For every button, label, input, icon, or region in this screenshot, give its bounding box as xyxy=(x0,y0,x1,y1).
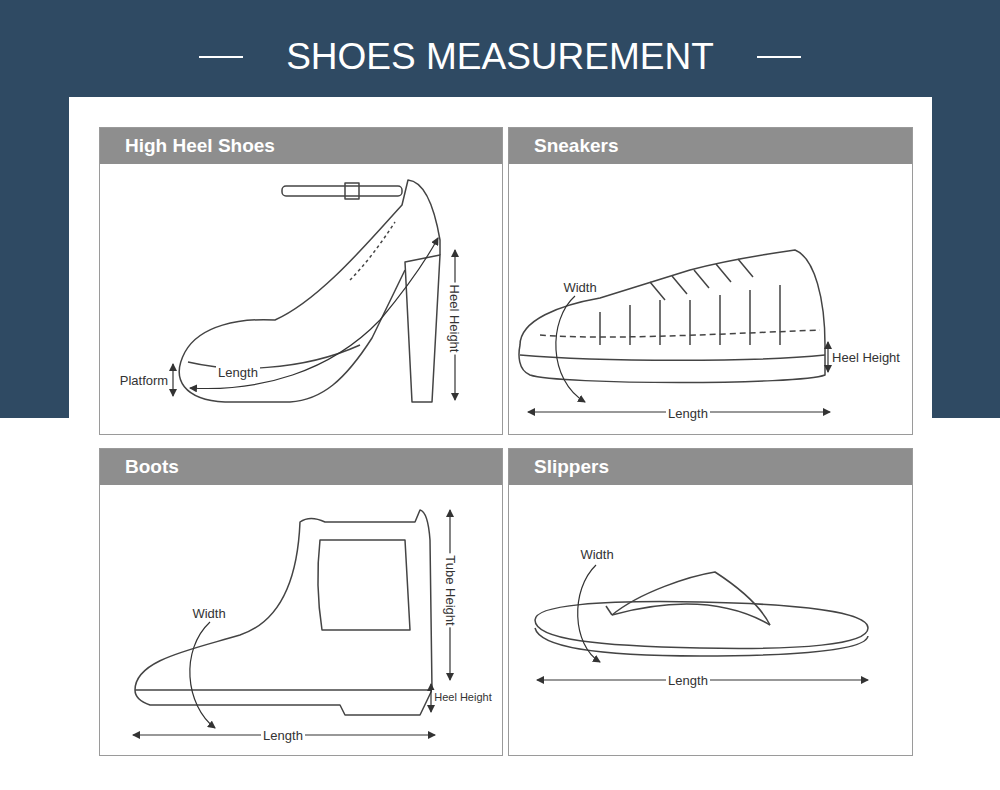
panel-heading: Sneakers xyxy=(509,128,912,164)
white-sheet xyxy=(69,97,932,790)
measure-label: Width xyxy=(578,547,615,562)
shoe-panel: High Heel Shoes xyxy=(99,127,503,435)
page-title: SHOES MEASUREMENT xyxy=(0,33,1000,81)
measure-label: Width xyxy=(561,280,598,295)
panel-heading: High Heel Shoes xyxy=(100,128,502,164)
shoe-panel: Slippers xyxy=(508,448,913,756)
measure-label: Length xyxy=(216,365,260,380)
panel-heading: Boots xyxy=(100,449,502,485)
measure-label: Heel Height xyxy=(448,282,463,354)
measure-label: Length xyxy=(666,406,710,421)
panel-heading: Slippers xyxy=(509,449,912,485)
measure-label: Tube Height xyxy=(443,553,458,627)
measure-label: Length xyxy=(261,728,305,743)
measure-label: Width xyxy=(190,606,227,621)
measure-label: Heel Height xyxy=(830,350,902,365)
measure-label: Heel Height xyxy=(432,690,493,705)
measure-label: Length xyxy=(666,673,710,688)
measure-label: Platform xyxy=(118,373,170,388)
